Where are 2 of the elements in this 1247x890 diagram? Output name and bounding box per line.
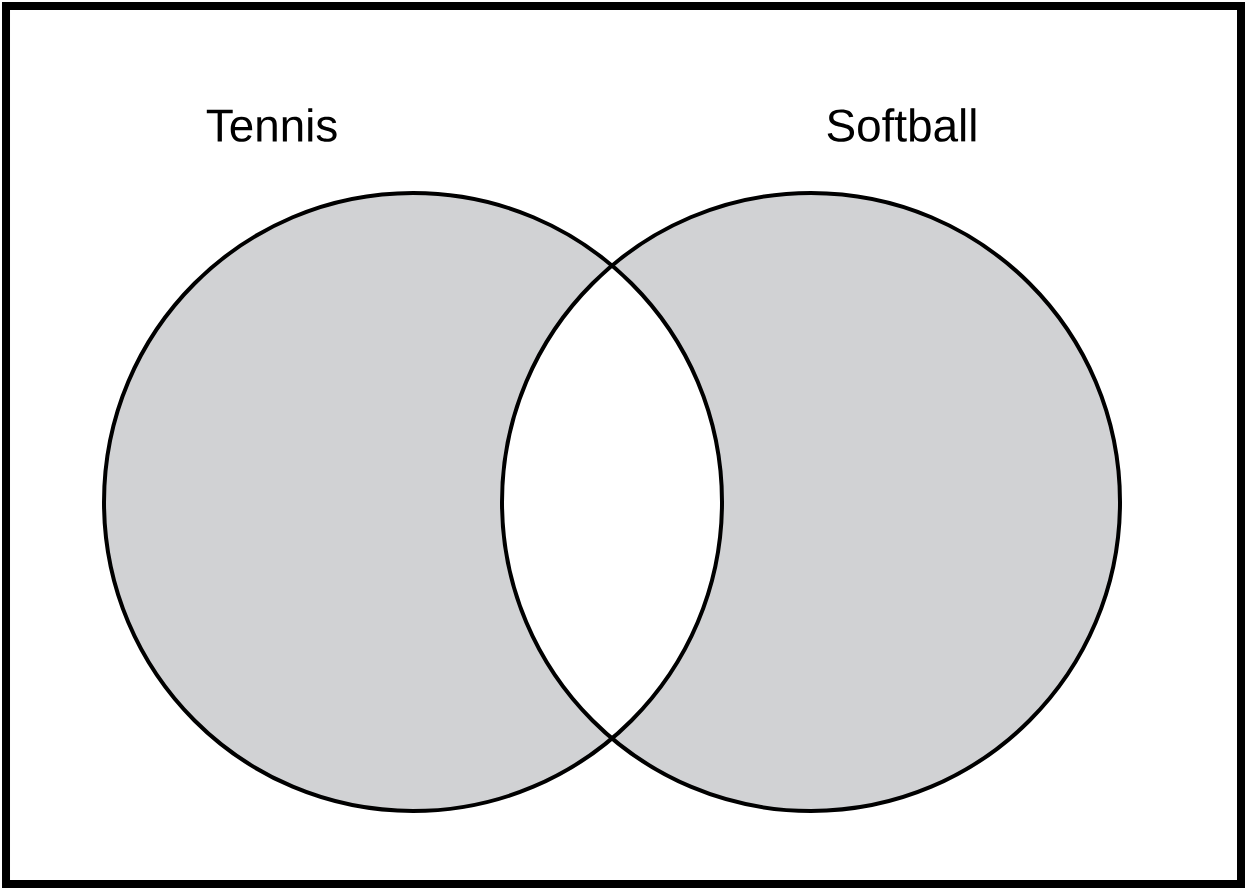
set-label: Tennis — [206, 108, 337, 142]
set-label: Softball — [827, 108, 976, 142]
